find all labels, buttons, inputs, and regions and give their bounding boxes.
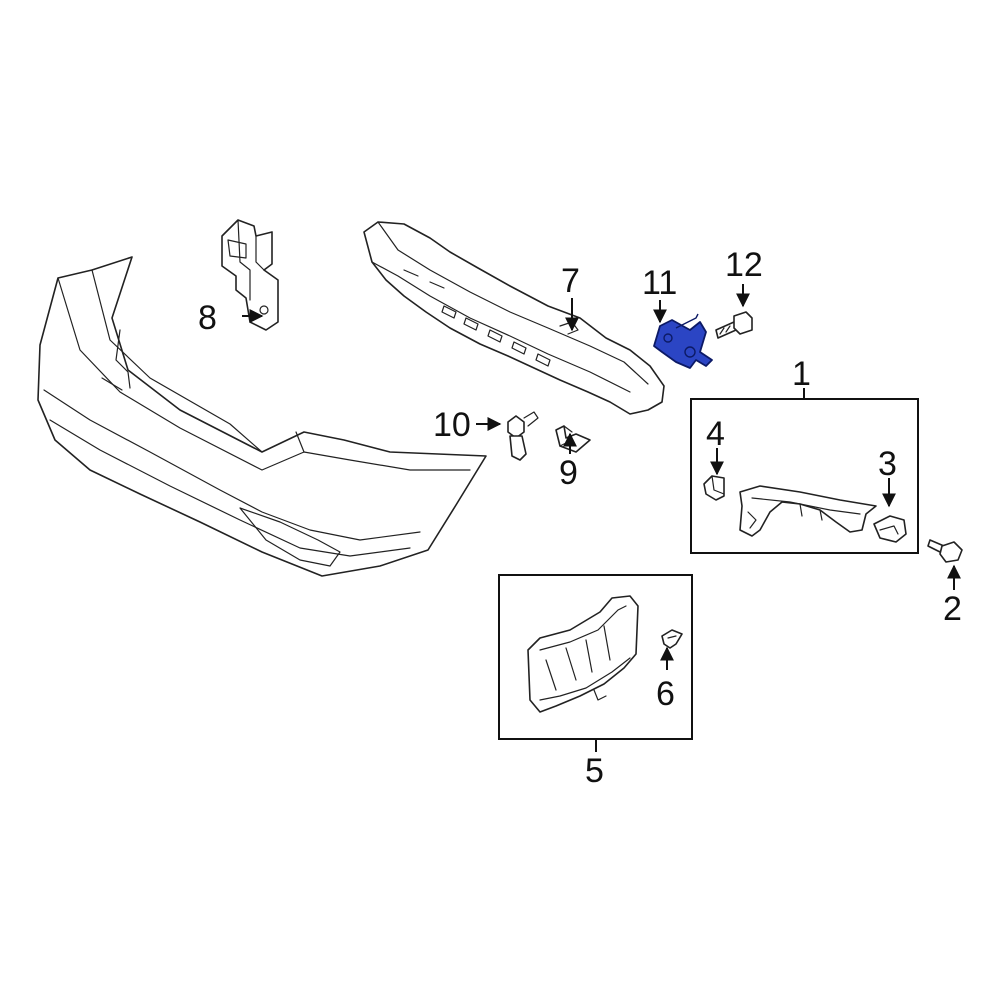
callout-3: 3 [878, 445, 897, 483]
part-8-bracket [221, 219, 279, 331]
callout-8: 8 [198, 299, 217, 337]
callout-10: 10 [433, 406, 471, 444]
part-2-bolt [927, 539, 963, 563]
part-12-bolt [715, 311, 753, 339]
part-6-pin [661, 629, 683, 649]
callout-1: 1 [792, 355, 811, 393]
part-11-bracket-highlighted [653, 313, 713, 369]
callout-4: 4 [706, 415, 725, 453]
part-7-energy-absorber [363, 221, 665, 415]
callout-5: 5 [585, 752, 604, 790]
callout-labels: 1 2 3 4 5 6 7 8 9 10 11 12 [198, 246, 962, 790]
part-4-nut [703, 475, 725, 501]
side-bracket [739, 485, 877, 537]
callout-7: 7 [561, 262, 580, 300]
part-3-clip [873, 515, 907, 543]
assembly-box-5 [498, 574, 693, 740]
bumper-cover [37, 256, 487, 577]
assembly-box-1 [690, 398, 919, 554]
part-10-screw [507, 411, 539, 461]
leader-lines [242, 284, 961, 752]
callout-9: 9 [559, 454, 578, 492]
part-9-clip [555, 425, 591, 453]
part-5-bracket [527, 595, 639, 713]
callout-2: 2 [943, 590, 962, 628]
callout-12: 12 [725, 246, 763, 284]
callout-11: 11 [642, 264, 677, 302]
callout-6: 6 [656, 675, 675, 713]
